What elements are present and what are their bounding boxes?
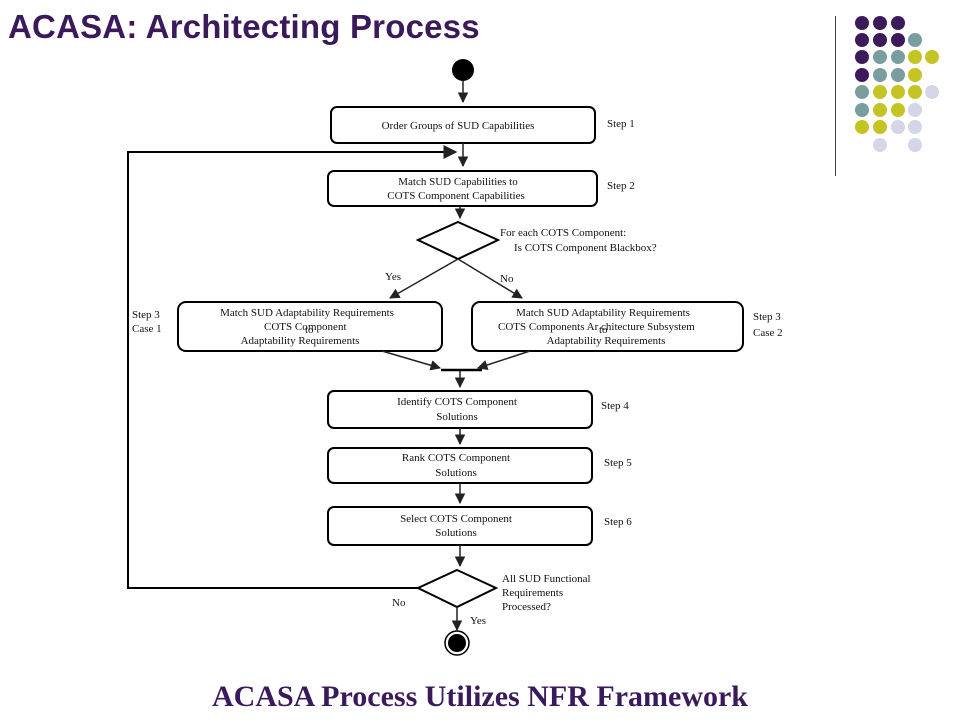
decision1-yes: Yes [385, 271, 401, 283]
step6-text-1: Select COTS Component [400, 513, 512, 525]
decision1-text-1: For each COTS Component: [500, 227, 626, 239]
decision2-text-2: Requirements [502, 587, 563, 599]
case2-case-label: Case 2 [753, 327, 783, 339]
step2-label: Step 2 [607, 180, 635, 192]
case2-step-label: Step 3 [753, 311, 781, 323]
loop-back-arrow [127, 145, 458, 589]
case1-step-label: Step 3 [132, 309, 160, 321]
step2-box-text-2: COTS Component Capabilities [387, 190, 525, 202]
decision2-text-1: All SUD Functional [502, 573, 591, 585]
step4-text-2: Solutions [436, 411, 478, 423]
case1-text-3: Adaptability Requirements [241, 335, 360, 347]
case1-box [177, 301, 443, 352]
decision2-yes: Yes [470, 615, 486, 627]
case1-overlap: to [305, 324, 314, 336]
case2-overlap: to [599, 324, 608, 336]
step6-text-2: Solutions [435, 527, 477, 539]
dot-grid [855, 16, 939, 152]
decor-divider-line [835, 16, 836, 176]
step6-label: Step 6 [604, 516, 632, 528]
step5-text-2: Solutions [435, 467, 477, 479]
step1-label: Step 1 [607, 118, 635, 130]
case1-text-2: COTS Co [264, 321, 308, 333]
case1-text-1: Match SUD Adaptability Requirements [220, 307, 394, 319]
decision2-no: No [392, 597, 406, 609]
decision1-text-2: Is COTS Component Blackbox? [514, 242, 657, 254]
decision1-diamond [415, 220, 501, 261]
slide-footer: ACASA Process Utilizes NFR Framework [211, 680, 748, 713]
case2-text-1: Match SUD Adaptability Requirements [516, 307, 690, 319]
step1-box-text: Order Groups of SUD Capabilities [382, 120, 535, 132]
step4-label: Step 4 [601, 400, 629, 412]
decision1-no: No [500, 273, 514, 285]
case1-text-2b: mponent [308, 321, 347, 333]
decision2-diamond [415, 568, 499, 609]
step2-box-text-1: Match SUD Capabilities to [398, 176, 518, 188]
end-node [448, 634, 466, 652]
slide-title: ACASA: Architecting Process [8, 8, 480, 45]
case2-text-3: Adaptability Requirements [547, 335, 666, 347]
step5-label: Step 5 [604, 457, 632, 469]
decision2-text-3: Processed? [502, 601, 551, 613]
case2-text-2b: chitecture Subsystem [601, 321, 695, 333]
case1-case-label: Case 1 [132, 323, 162, 335]
step4-text-1: Identify COTS Component [397, 396, 517, 408]
case2-text-2: COTS Components Ar [498, 321, 599, 333]
step2-box [327, 170, 598, 207]
step5-text-1: Rank COTS Component [402, 452, 510, 464]
start-node [452, 59, 474, 81]
case2-box [471, 301, 744, 352]
